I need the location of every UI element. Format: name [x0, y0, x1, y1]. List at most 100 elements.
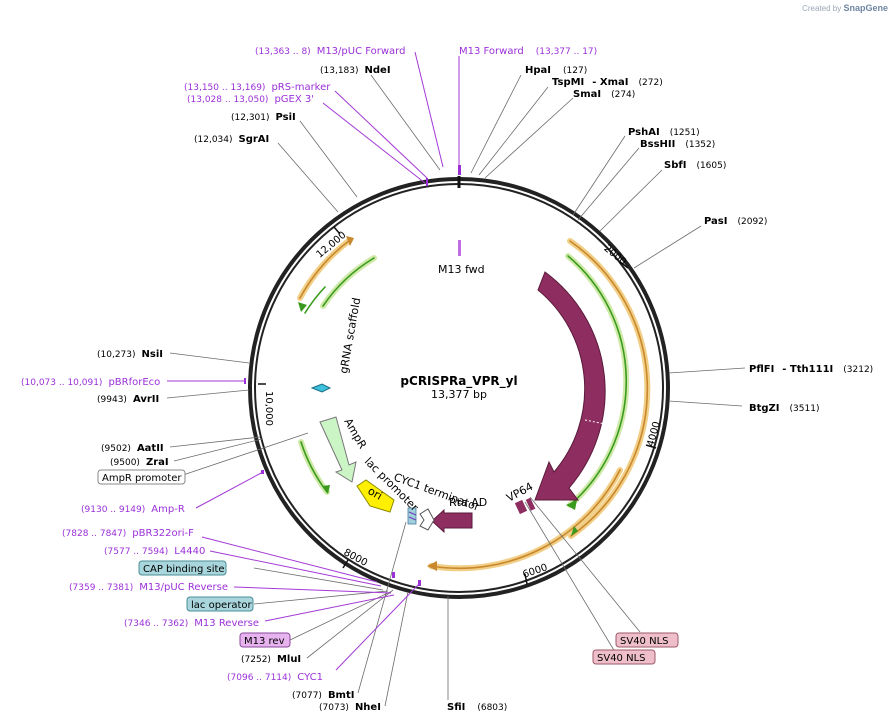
- sv40-nls-feature[interactable]: [525, 497, 536, 511]
- lead-sv40-nls-2: [524, 501, 616, 653]
- btgzi-label[interactable]: BtgZI(3511): [749, 403, 819, 414]
- ampr-label: AmpR: [341, 416, 369, 451]
- brand-prefix: Created by: [802, 4, 842, 13]
- lead-zrai: [173, 438, 263, 462]
- ampr-promoter-box[interactable]: [97, 469, 186, 485]
- sv40-nls-text-2: SV40 NLS: [597, 653, 646, 664]
- cap-binding-site-box[interactable]: [138, 560, 227, 576]
- lead-tspmi: [478, 86, 549, 176]
- enzyme-leaders: [166, 74, 746, 707]
- top-left-orf-green-glow: [320, 255, 377, 309]
- top-left-orf-green: [322, 257, 375, 307]
- lead-btgzi: [668, 400, 743, 407]
- zrai-label[interactable]: (9500)ZraI: [110, 457, 169, 468]
- nhei-label[interactable]: (7073)NheI: [319, 702, 381, 713]
- l4440-label[interactable]: (7577 .. 7594)L4440: [104, 546, 205, 557]
- pasi-label[interactable]: PasI(2092): [704, 216, 767, 227]
- arrowhead-lower-orange: [427, 561, 437, 571]
- ampr-promoter-text: AmpR promoter: [102, 473, 182, 484]
- m13-puc-reverse-label[interactable]: (7359 .. 7381)M13/pUC Reverse: [69, 582, 228, 593]
- prs-marker-label[interactable]: (13,150 .. 13,169)pRS-marker: [184, 82, 331, 93]
- sfii-label[interactable]: SfiI(6803): [447, 702, 507, 713]
- lac-promoter-feature[interactable]: [407, 507, 417, 525]
- boxed-labels: AmpR promoter CAP binding site lac opera…: [97, 469, 679, 665]
- lead-ndei: [370, 74, 441, 171]
- arrowhead-dcas9-orange: [571, 526, 578, 536]
- tick-2000: [618, 260, 629, 269]
- m13-rev-text: M13 rev: [244, 636, 285, 647]
- pbrforeco-label[interactable]: (10,073 .. 10,091)pBRforEco: [21, 377, 160, 388]
- dcas9-feature[interactable]: [534, 271, 606, 501]
- rta-ad-feature[interactable]: [431, 508, 473, 534]
- pbr322ori-f-label[interactable]: (7828 .. 7847)pBR322ori-F: [62, 528, 194, 539]
- pshai-label[interactable]: PshAI(1251): [628, 127, 700, 138]
- dcas9-orf-green: [567, 255, 628, 506]
- primer-labels: (13,363 .. 8)M13/pUC Forward M13 Forward…: [21, 46, 597, 683]
- m13-fwd-feature[interactable]: [458, 240, 461, 256]
- bsshii-label[interactable]: BssHII(1352): [640, 139, 715, 150]
- lead-bsshii: [577, 147, 640, 221]
- plasmid-name: pCRISPRa_VPR_yl: [400, 374, 517, 389]
- m13-reverse-label[interactable]: (7346 .. 7362)M13 Reverse: [124, 618, 259, 629]
- ori-label: ori: [366, 484, 385, 502]
- smai-label[interactable]: SmaI(274): [573, 89, 635, 100]
- sv40-nls-box-2[interactable]: [592, 649, 656, 665]
- sgrai-label[interactable]: (12,034)SgrAI: [194, 134, 269, 145]
- orf-arrowheads: [298, 236, 578, 571]
- lead-sgrai: [277, 142, 339, 213]
- avrii-label[interactable]: (9943)AvrII: [97, 394, 159, 405]
- amp-orf-green-glow: [298, 439, 330, 495]
- tspmi-xmai-label[interactable]: TspMI- XmaI(272): [552, 77, 663, 88]
- amp-r-label[interactable]: (9130 .. 9149)Amp-R: [81, 504, 185, 515]
- m13-forward-label[interactable]: M13 Forward(13,377 .. 17): [459, 46, 597, 57]
- mlui-label[interactable]: (7252)MluI: [241, 654, 301, 665]
- grna-scaffold-feature[interactable]: [310, 383, 332, 393]
- lead-m13-puc-reverse: [233, 586, 392, 594]
- lead-hpai: [470, 74, 522, 174]
- ori-feature[interactable]: [356, 479, 395, 513]
- m13-fwd-label: M13 fwd: [438, 263, 485, 276]
- tick-6000: [524, 573, 528, 585]
- cyc1-terminator-feature[interactable]: [419, 508, 435, 531]
- vp64-feature[interactable]: [514, 499, 528, 515]
- tick-label-10000: 10,000: [263, 391, 274, 426]
- sv40-nls-box-1[interactable]: [615, 632, 679, 648]
- lead-pbr322ori: [201, 536, 378, 583]
- m13-forward-mark: [458, 165, 461, 175]
- bmti-label[interactable]: (7077)BmtI: [292, 690, 354, 701]
- lead-bmti: [357, 521, 407, 694]
- tick-marks: [258, 226, 657, 585]
- lead-sbfi: [599, 169, 663, 232]
- lead-smai: [484, 97, 574, 179]
- arrowhead-amp-green: [322, 485, 330, 494]
- m13-puc-forward-label[interactable]: (13,363 .. 8)M13/pUC Forward: [255, 46, 405, 57]
- m13rev-mark: [392, 572, 395, 578]
- plasmid-length: 13,377 bp: [431, 388, 487, 401]
- lead-m13-rev: [289, 591, 391, 641]
- dcas9-orf-orange: [569, 240, 649, 537]
- lead-cyc1: [335, 583, 420, 671]
- lead-aatii: [169, 436, 261, 448]
- m13-rev-box[interactable]: [239, 632, 291, 648]
- sbfi-label[interactable]: SbfI(1605): [664, 160, 726, 171]
- lac-operator-mark: [408, 511, 417, 516]
- tick-12000: [333, 226, 341, 235]
- hpai-label[interactable]: HpaI(127): [525, 65, 587, 76]
- lead-pasi: [633, 225, 702, 269]
- aatii-label[interactable]: (9502)AatII: [101, 443, 164, 454]
- nsii-label[interactable]: (10,273)NsiI: [97, 349, 163, 360]
- lead-psii: [299, 120, 358, 198]
- pgex-label[interactable]: (13,028 .. 13,050)pGEX 3': [187, 94, 314, 105]
- tick-8000: [342, 559, 349, 569]
- lac-operator-box[interactable]: [186, 596, 254, 612]
- cyc1-label[interactable]: (7096 .. 7114)CYC1: [227, 672, 323, 683]
- lead-pflfi: [668, 367, 746, 374]
- lead-avrii: [166, 389, 250, 399]
- rta-ad-label: Rta AD: [449, 496, 487, 509]
- snapgene-logo: SnapGene: [843, 3, 888, 13]
- pflfi-tth111i-label[interactable]: PflFI- Tth111I(3212): [749, 364, 873, 375]
- ndei-label[interactable]: (13,183)NdeI: [320, 65, 391, 76]
- psii-label[interactable]: (12,301)PsiI: [231, 112, 296, 123]
- ampr-feature[interactable]: [319, 416, 357, 483]
- sv40-nls-text-1: SV40 NLS: [620, 636, 669, 647]
